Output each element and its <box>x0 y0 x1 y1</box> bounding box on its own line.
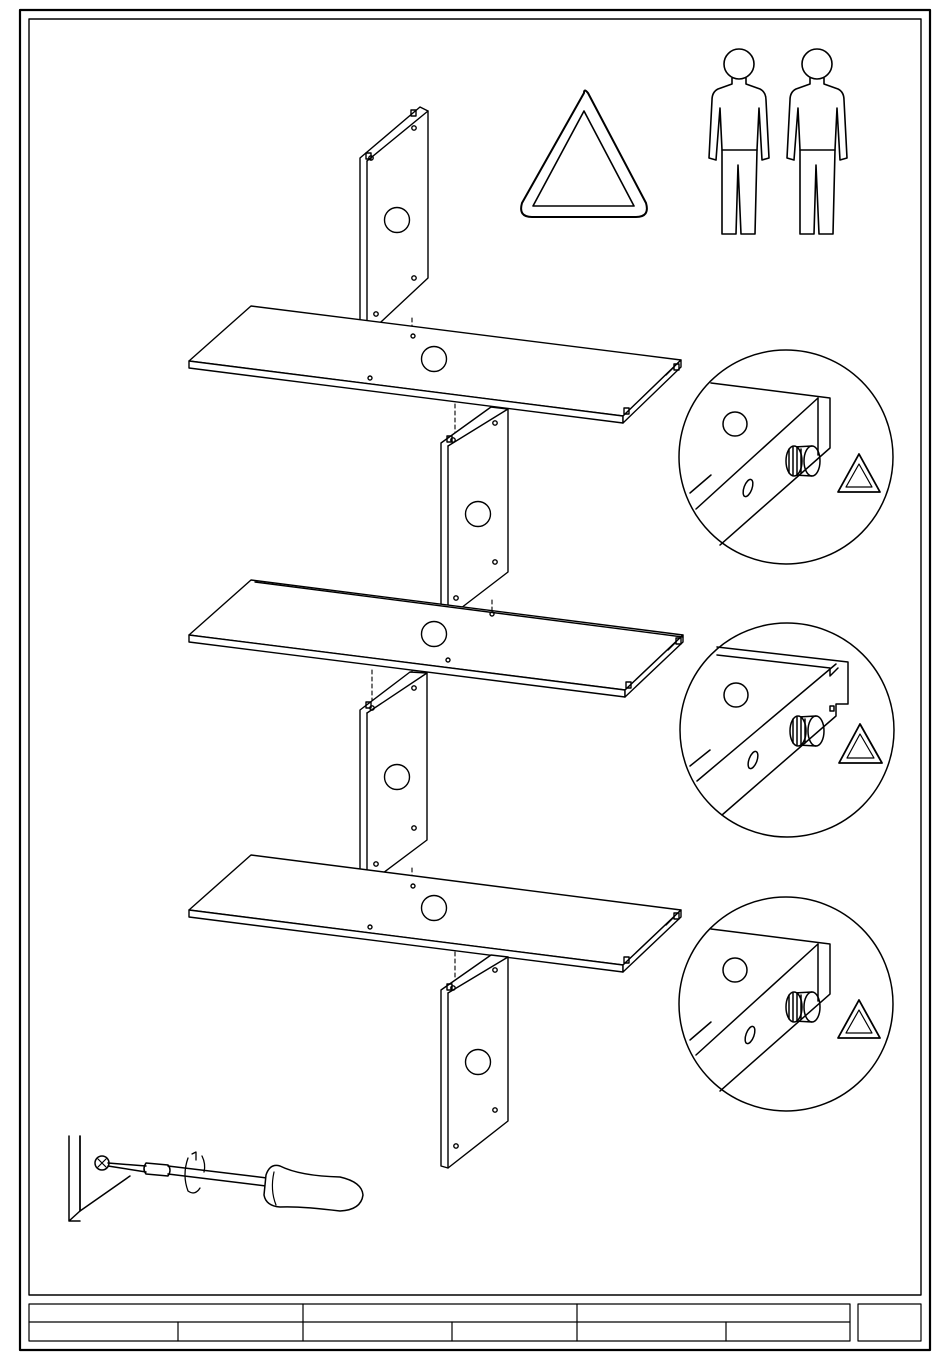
title-block <box>29 1304 921 1341</box>
screwdriver-tip <box>144 1163 170 1176</box>
detail-view-3 <box>679 897 893 1111</box>
side-panel-3 <box>360 672 427 885</box>
side-panel-1 <box>360 107 428 335</box>
screwdriver-shaft <box>108 1163 146 1172</box>
person-icon <box>787 49 847 234</box>
shelf-3 <box>189 855 681 972</box>
detail-view-1 <box>679 350 893 564</box>
rotation-arrow <box>185 1152 205 1193</box>
side-panel-2 <box>441 407 508 618</box>
page-number-box <box>858 1304 921 1341</box>
wall-panel <box>69 1136 130 1221</box>
detail-view-2 <box>680 623 894 837</box>
screwdriver-icon <box>69 1136 363 1221</box>
two-person-assembly-icon <box>709 49 847 234</box>
assembly-drawing <box>189 107 683 1168</box>
side-panel-4 <box>441 955 508 1168</box>
screwdriver-handle <box>264 1165 363 1211</box>
shelf-1 <box>189 306 681 423</box>
warning-triangle-icon <box>521 91 647 218</box>
shelf-2 <box>189 580 683 697</box>
person-icon <box>709 49 769 234</box>
